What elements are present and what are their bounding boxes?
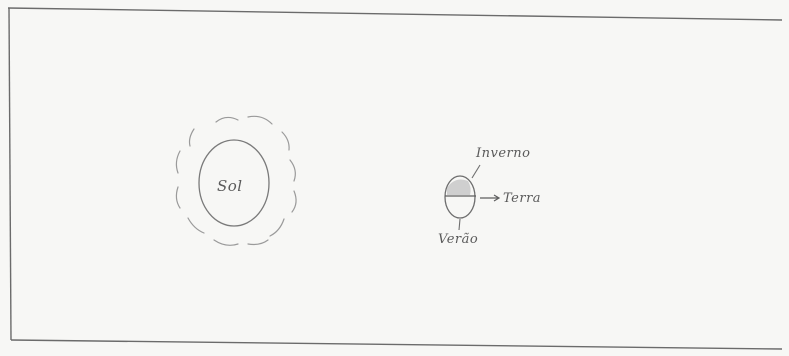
sun-ray <box>290 160 295 181</box>
earth-arrow <box>480 195 499 201</box>
sun-ray <box>216 117 238 122</box>
sun-ray <box>176 187 180 208</box>
summer-pointer <box>459 219 460 230</box>
winter-label: Inverno <box>476 146 530 161</box>
sun-ray <box>248 240 268 245</box>
frame-top-line <box>8 8 782 20</box>
sun-ray <box>176 151 180 173</box>
frame-left-line <box>9 8 11 340</box>
sun-ray <box>270 219 284 236</box>
sun-label: Sol <box>217 177 243 195</box>
earth-label: Terra <box>503 191 541 206</box>
frame-bottom-line <box>11 340 782 349</box>
sun-ray <box>292 191 296 212</box>
sun-ray <box>248 116 272 124</box>
summer-label: Verão <box>438 232 478 247</box>
sun-ray <box>214 240 238 245</box>
sun-ray <box>282 132 289 150</box>
winter-pointer <box>472 165 480 178</box>
earth-upper-shading <box>447 180 471 195</box>
sun-ray <box>188 218 204 233</box>
sun-ray <box>190 129 195 146</box>
